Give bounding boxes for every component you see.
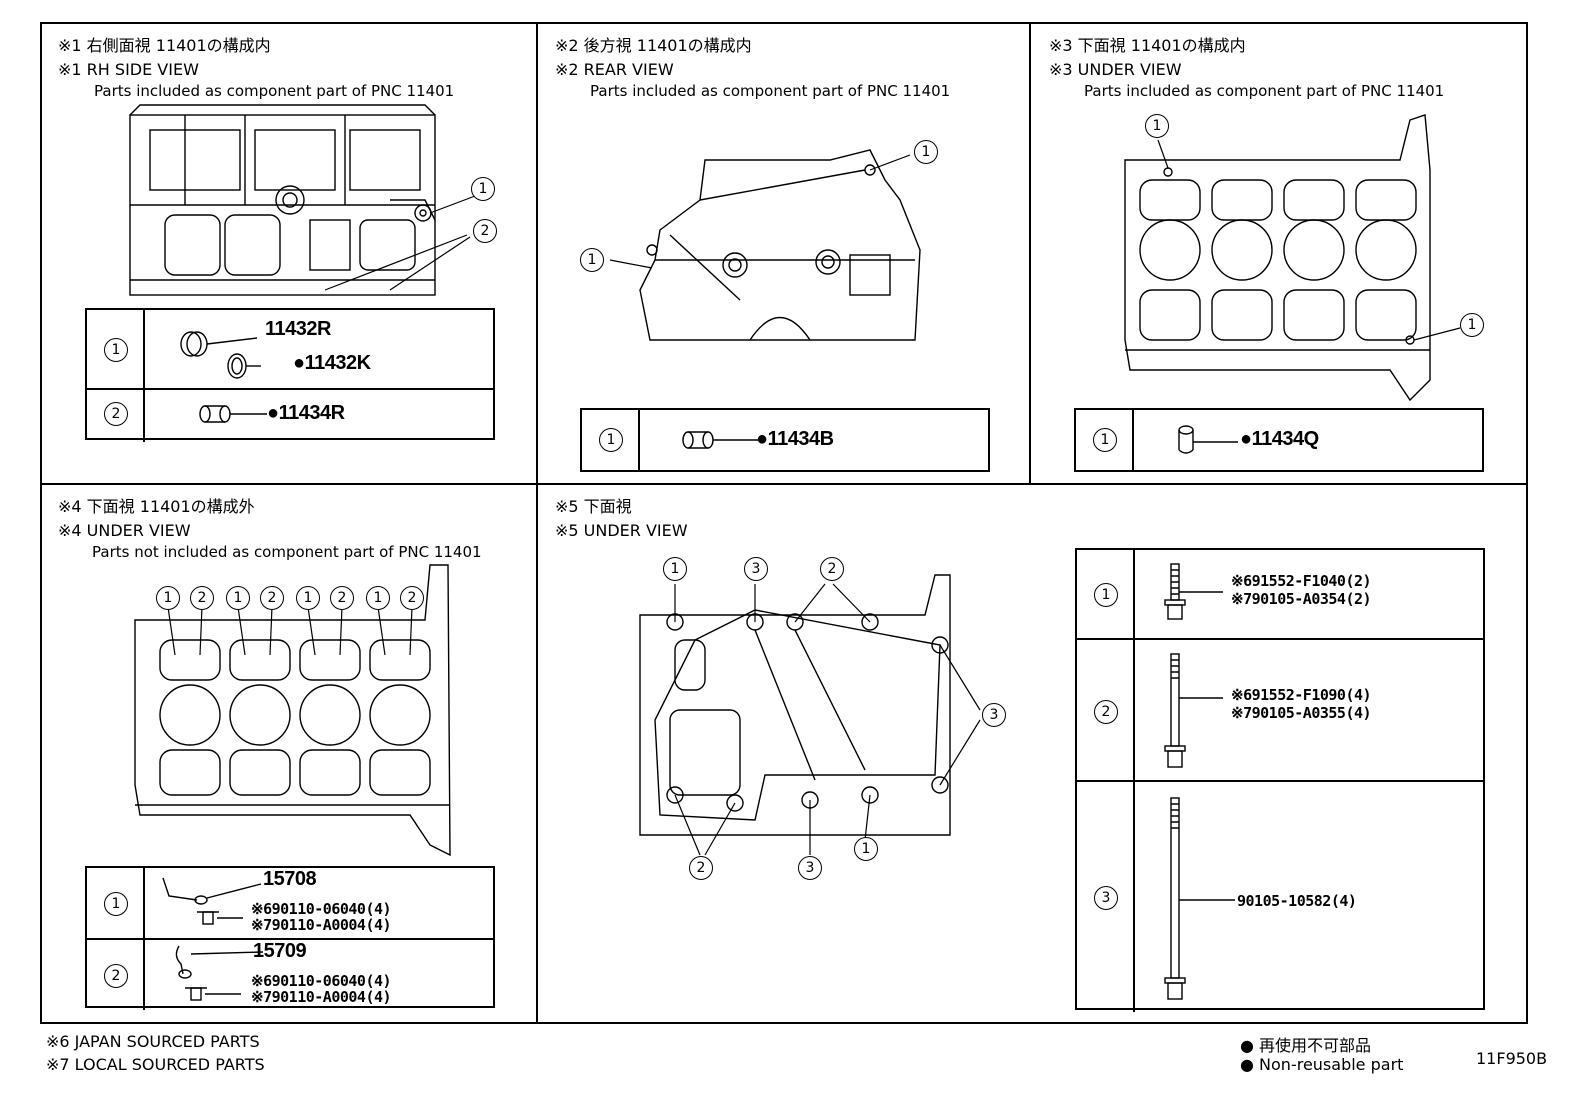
callout-2: 2 (689, 856, 713, 880)
panel2-desc: Parts included as component part of PNC … (590, 82, 951, 100)
engine-block-under-jets-drawing (134, 564, 451, 857)
callout-1: 1 (580, 248, 604, 272)
callout-2: 2 (473, 219, 497, 243)
row-number: 2 (104, 964, 128, 988)
row-number: 1 (1094, 583, 1118, 607)
panel4-title-jp: ※4 下面視 11401の構成外 (58, 497, 255, 516)
engine-block-under-drawing (1124, 114, 1461, 402)
part-number-15708: 15708 (263, 868, 317, 890)
part-number-japan: ※691552-F1040(2) (1231, 572, 1372, 590)
short-bolt-icon (1164, 563, 1223, 620)
parts-row: 1 15708 ※690110-06040(4) ※790110-A0004(4… (87, 868, 493, 938)
callout-1: 1 (854, 837, 878, 861)
callout-1: 1 (914, 140, 938, 164)
part-number-local: ※790105-A0355(4) (1231, 704, 1372, 722)
part-number-japan: ※691552-F1090(4) (1231, 686, 1372, 704)
callout-1: 1 (1460, 313, 1484, 337)
panel1-title-jp: ※1 右側面視 11401の構成内 (58, 36, 271, 55)
illustration-code: 11F950B (1476, 1049, 1548, 1068)
legend-nonreusable-jp: ● 再使用不可部品 (1240, 1036, 1372, 1055)
part-number-11432R: 11432R (265, 318, 331, 340)
part-number-local: ※790105-A0354(2) (1231, 590, 1372, 608)
parts-row: 1 ●11434B (582, 410, 988, 470)
divider-v2 (1029, 22, 1031, 484)
divider-h (40, 483, 1528, 485)
part-number-japan: ※690110-06040(4) (251, 900, 392, 918)
row-number: 1 (104, 338, 128, 362)
panel2-parts-table: 1 ●11434B (580, 408, 990, 472)
diagram-frame (40, 22, 1528, 1024)
part-number-11434Q: ●11434Q (1240, 428, 1319, 450)
panel4-desc: Parts not included as component part of … (92, 543, 482, 561)
dowel-pin-icon (199, 405, 267, 423)
part-number-15709: 15709 (253, 940, 307, 962)
parts-row: 1 11432R ●11432K (87, 310, 493, 388)
parts-row: 1 ●11434Q (1076, 410, 1482, 470)
callout-1: 1 (296, 586, 320, 610)
parts-row: 2 15709 ※690110-06040(4) ※790110-A0004(4… (87, 938, 493, 1010)
callout-1: 1 (471, 177, 495, 201)
bedplate-under-drawing (639, 574, 981, 856)
panel5-title-jp: ※5 下面視 (555, 497, 632, 516)
parts-row: 1 ※691552-F1040(2) ※790105-A0354(2) (1077, 550, 1483, 638)
oil-jet-icon (175, 945, 264, 1001)
row-number: 1 (1093, 428, 1117, 452)
panel1-title-en: ※1 RH SIDE VIEW (58, 60, 199, 79)
part-number-11434B: ●11434B (756, 428, 834, 450)
callout-2: 2 (190, 586, 214, 610)
callout-3: 3 (798, 856, 822, 880)
dowel-pin-icon (682, 431, 758, 449)
parts-row: 3 90105-10582(4) (1077, 780, 1483, 1012)
panel5-title-en: ※5 UNDER VIEW (555, 521, 688, 540)
long-bolt-icon (1164, 797, 1235, 1000)
panel2-title-en: ※2 REAR VIEW (555, 60, 674, 79)
plug-icon (180, 331, 261, 379)
part-number-local: ※790110-A0004(4) (251, 916, 392, 934)
part-number-11432K: ●11432K (293, 352, 371, 374)
callout-3: 3 (982, 703, 1006, 727)
callout-2: 2 (260, 586, 284, 610)
part-number-11434R: ●11434R (267, 402, 345, 424)
callout-3: 3 (744, 557, 768, 581)
callout-2: 2 (400, 586, 424, 610)
part-number-japan: ※690110-06040(4) (251, 972, 392, 990)
panel3-title-jp: ※3 下面視 11401の構成内 (1049, 36, 1246, 55)
parts-row: 2 ●11434R (87, 388, 493, 442)
panel3-title-en: ※3 UNDER VIEW (1049, 60, 1182, 79)
row-number: 1 (599, 428, 623, 452)
part-number-bolt: 90105-10582(4) (1237, 892, 1357, 910)
callout-2: 2 (330, 586, 354, 610)
panel1-desc: Parts included as component part of PNC … (94, 82, 455, 100)
callout-1: 1 (366, 586, 390, 610)
row-number: 2 (1094, 700, 1118, 724)
panel4-title-en: ※4 UNDER VIEW (58, 521, 191, 540)
row-number: 1 (104, 892, 128, 916)
legend-japan-sourced: ※6 JAPAN SOURCED PARTS (46, 1032, 260, 1051)
divider-v1 (536, 22, 538, 1024)
panel2-title-jp: ※2 後方視 11401の構成内 (555, 36, 752, 55)
panel1-parts-table: 1 11432R ●11432K 2 (85, 308, 495, 442)
callout-2: 2 (820, 557, 844, 581)
legend-nonreusable-en: ● Non-reusable part (1240, 1055, 1404, 1074)
row-number: 3 (1094, 886, 1118, 910)
panel5-parts-table: 1 ※691552-F1040(2) ※790105-A0354(2) 2 (1075, 548, 1485, 1012)
engine-block-rear-drawing (609, 149, 921, 341)
dowel-pin-icon (1178, 425, 1238, 454)
callout-1: 1 (226, 586, 250, 610)
legend-local-sourced: ※7 LOCAL SOURCED PARTS (46, 1055, 265, 1074)
engine-block-rh-side-drawing (129, 104, 484, 296)
part-number-local: ※790110-A0004(4) (251, 988, 392, 1006)
callout-1: 1 (156, 586, 180, 610)
panel4-parts-table: 1 15708 ※690110-06040(4) ※790110-A0004(4… (85, 866, 495, 1010)
parts-row: 2 ※691552-F1090(4) ※790105-A0355(4) (1077, 638, 1483, 782)
oil-jet-icon (162, 877, 262, 925)
callout-1: 1 (1145, 114, 1169, 138)
row-number: 2 (104, 402, 128, 426)
callout-1: 1 (663, 557, 687, 581)
panel3-parts-table: 1 ●11434Q (1074, 408, 1484, 472)
medium-bolt-icon (1164, 653, 1223, 768)
panel3-desc: Parts included as component part of PNC … (1084, 82, 1445, 100)
